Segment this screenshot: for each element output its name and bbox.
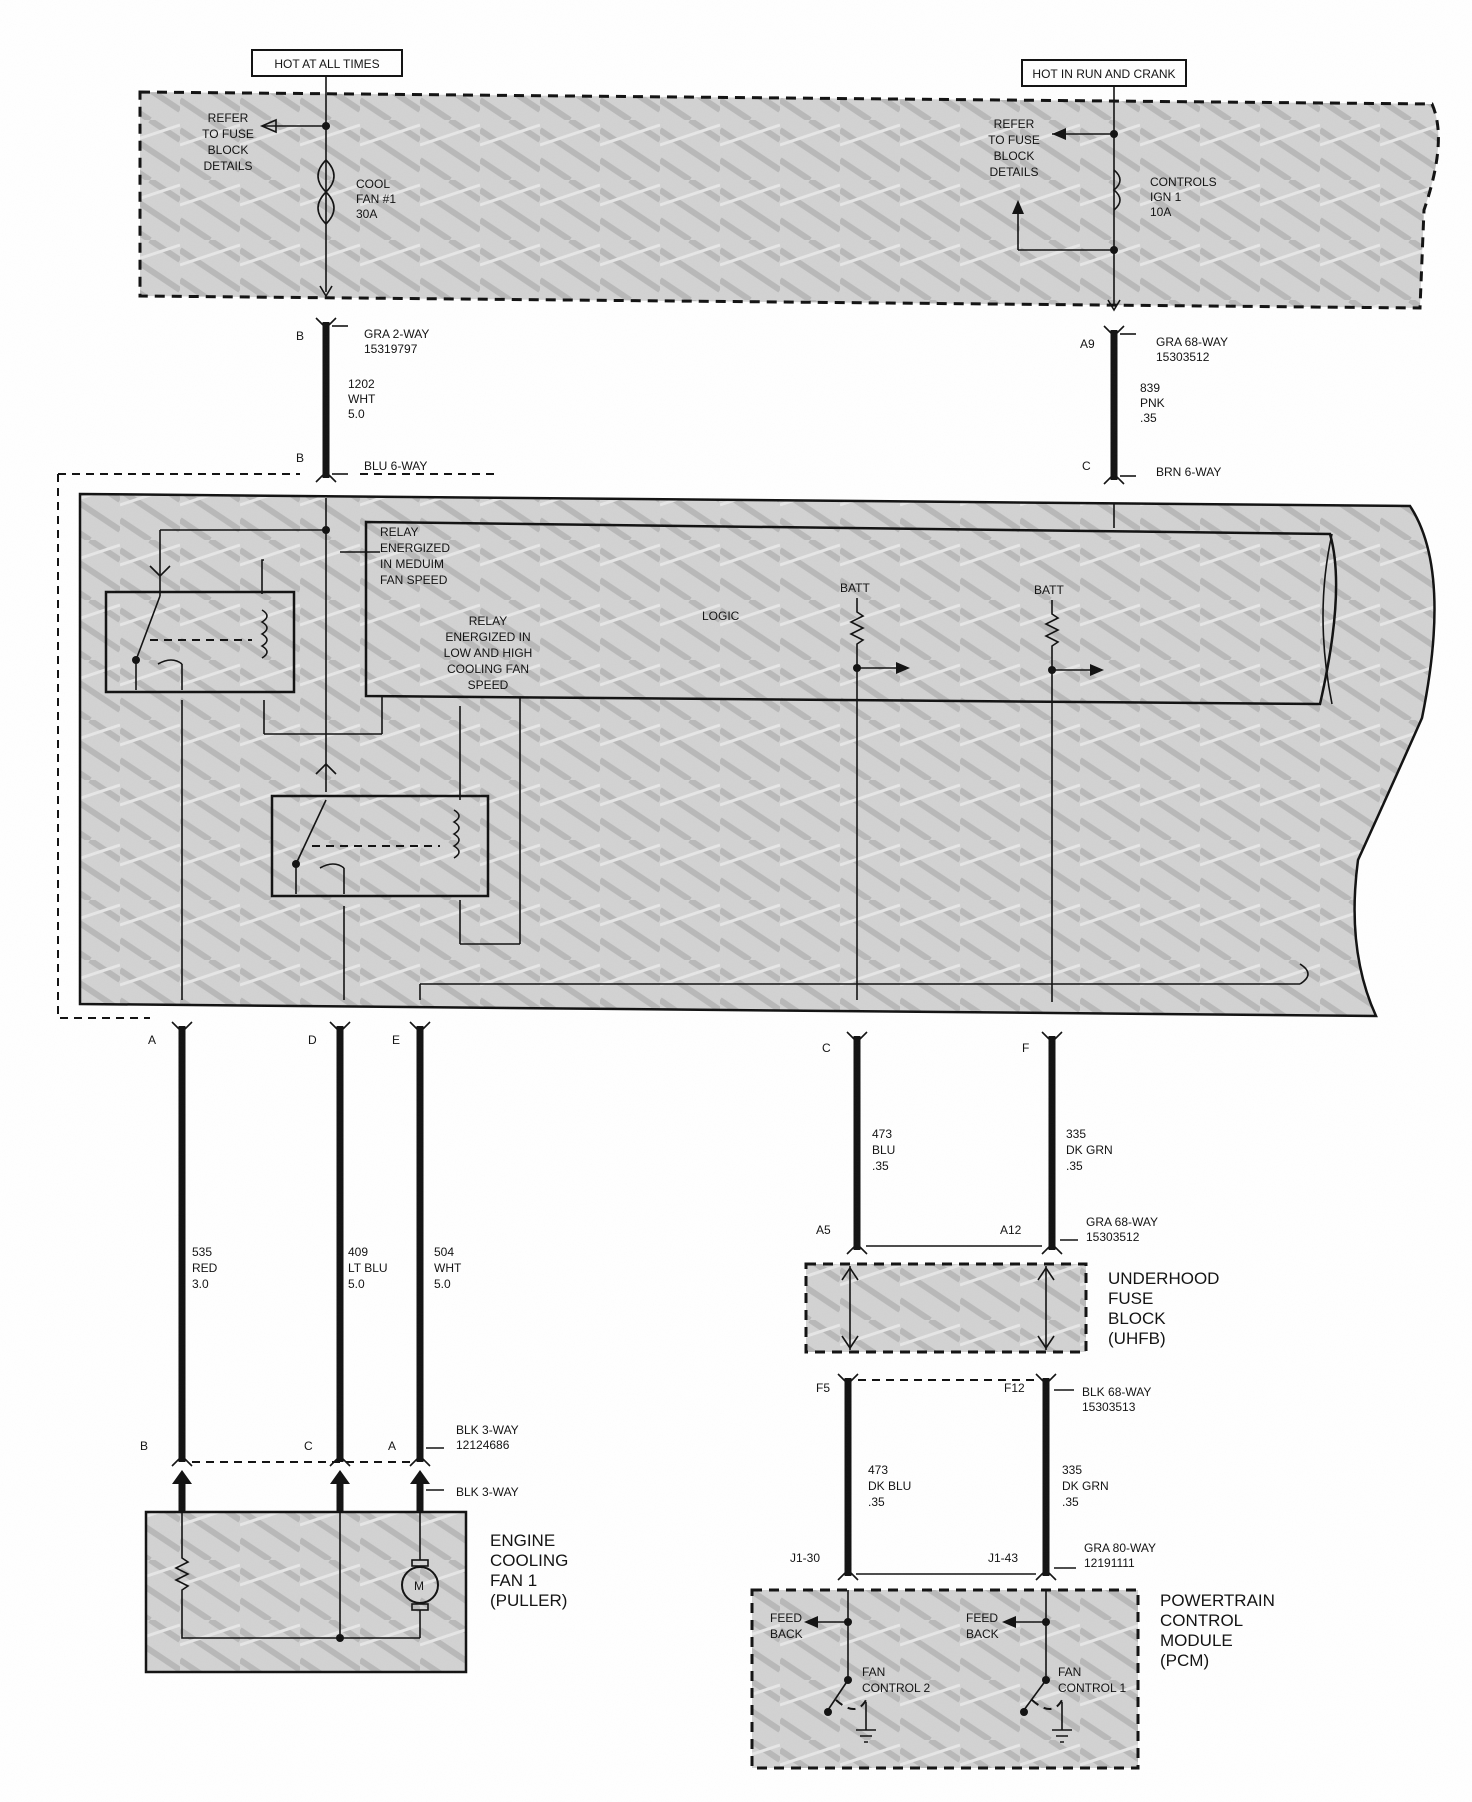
scan-noise-overlay — [0, 0, 1472, 1802]
cooling-fan-wiring-diagram: HOT AT ALL TIMES HOT IN RUN AND CRANK RE… — [0, 0, 1472, 1802]
